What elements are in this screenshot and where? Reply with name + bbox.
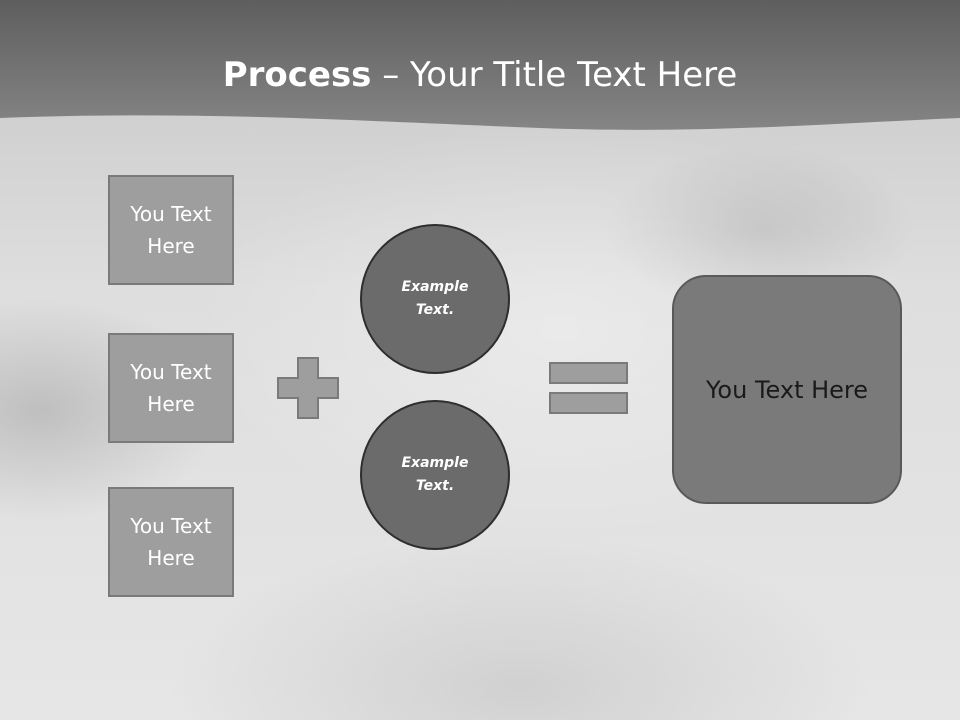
example-circle-line2: Text. [415,302,455,318]
input-box-label-line2: Here [147,546,195,570]
example-circle-line1: Example [401,455,469,471]
input-box-label-line1: You Text [130,514,212,538]
result-box-label: You Text Here [705,375,869,404]
input-box-label: You Text Here [130,356,211,420]
input-box-label-line2: Here [147,392,195,416]
result-box[interactable]: You Text Here [672,275,902,504]
title-rest: – Your Title Text Here [371,55,738,95]
example-circle-line2: Text. [415,478,455,494]
title-bold: Process [222,55,372,95]
input-box-label-line1: You Text [130,360,212,384]
example-circle-line1: Example [401,279,469,295]
input-box-3[interactable]: You Text Here [108,487,234,597]
example-circle-1[interactable]: Example Text. [360,224,510,374]
input-box-label: You Text Here [130,198,211,262]
example-circle-label: Example Text. [395,276,475,322]
example-circle-label: Example Text. [395,452,475,498]
equals-icon [549,362,628,414]
input-box-2[interactable]: You Text Here [108,333,234,443]
input-box-label-line2: Here [147,234,195,258]
input-box-label: You Text Here [130,510,211,574]
input-box-label-line1: You Text [130,202,212,226]
slide-title: Process – Your Title Text Here [0,52,960,98]
title-banner [0,0,960,130]
example-circle-2[interactable]: Example Text. [360,400,510,550]
input-box-1[interactable]: You Text Here [108,175,234,285]
plus-icon [277,357,339,419]
